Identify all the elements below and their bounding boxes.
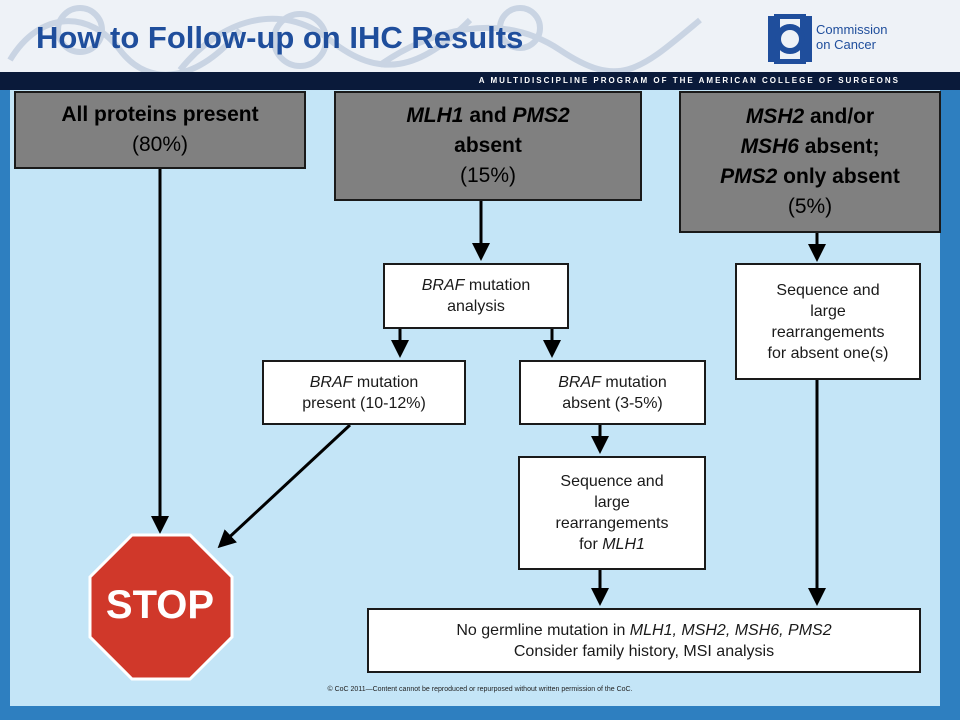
logo-line2: on Cancer [816,37,876,52]
stop-label: STOP [105,583,215,627]
all-present-line1: All proteins present [61,103,259,126]
sequence-right-box: Sequence and large rearrangements for ab… [735,263,921,380]
mlh1-line3: (15%) [459,164,517,187]
arrow-present-to-stop [217,423,352,549]
braf-analysis-line2: analysis [447,298,505,315]
bottom-border [0,706,960,720]
msh2-line4: (5%) [787,195,833,218]
header-decoration [7,5,702,72]
seq-mlh1-line2: large [594,494,630,511]
copyright: © CoC 2011—Content cannot be reproduced … [327,686,633,693]
no-germline-line1a: No germline mutation in [456,621,630,639]
seq-mlh1-line4a: for [579,536,603,553]
stop-sign [88,533,234,681]
pms2-gene: PMS2 [512,104,570,127]
left-border [0,90,10,720]
logo-line1: Commission [816,22,888,37]
band-text: A MULTIDISCIPLINE PROGRAM OF THE AMERICA… [478,76,900,85]
no-germline-box: No germline mutation in MLH1, MSH2, MSH6… [367,608,921,673]
page-title: How to Follow-up on IHC Results [36,20,524,55]
sequence-mlh1-box: Sequence and large rearrangements for ML… [518,456,706,570]
seq-mlh1-gene: MLH1 [602,536,645,553]
braf-analysis-box: BRAF mutation analysis [383,263,569,329]
all-present-line2: (80%) [131,133,189,156]
braf-present-gene: BRAF [309,373,353,391]
braf-absent-text1: mutation [600,373,667,391]
seq-right-line4: for absent one(s) [767,344,889,362]
mlh1-line2: absent [454,134,522,157]
seq-right-line2: large [810,302,846,320]
coc-logo-icon [768,14,812,64]
mlh1-and: and [463,104,513,127]
seq-mlh1-line3: rearrangements [555,515,669,532]
no-germline-genes: MLH1, MSH2, MSH6, PMS2 [629,621,832,639]
msh2-gene: MSH2 [745,105,805,128]
mlh1-gene: MLH1 [406,104,464,127]
braf-present-box: BRAF mutation present (10-12%) [262,360,466,425]
braf-absent-box: BRAF mutation absent (3-5%) [519,360,706,425]
header: How to Follow-up on IHC Results Commissi… [0,0,960,72]
braf-absent-gene: BRAF [558,373,601,391]
msh6-gene: MSH6 [740,135,799,158]
seq-mlh1-line1: Sequence and [560,473,664,490]
no-germline-line2: Consider family history, MSI analysis [513,642,775,660]
all-proteins-present-box: All proteins present (80%) [14,91,306,169]
pms2-only-gene: PMS2 [720,165,778,188]
braf-present-line2: present (10-12%) [302,394,426,412]
header-band: A MULTIDISCIPLINE PROGRAM OF THE AMERICA… [0,72,960,90]
mlh1-pms2-absent-box: MLH1 and PMS2 absent (15%) [334,91,642,201]
logo: Commission on Cancer [766,12,916,68]
seq-right-line3: rearrangements [771,323,885,341]
msh2-andor: and/or [804,105,875,128]
braf-analysis-gene: BRAF [421,277,465,294]
braf-analysis-text1: mutation [464,277,531,294]
msh6-absent: absent; [798,135,880,158]
pms2-only: only absent [777,165,900,188]
right-border [940,90,960,720]
braf-present-text1: mutation [352,373,419,391]
braf-absent-line2: absent (3-5%) [562,394,663,412]
msh2-msh6-absent-box: MSH2 and/or MSH6 absent; PMS2 only absen… [679,91,941,233]
seq-right-line1: Sequence and [776,281,880,299]
